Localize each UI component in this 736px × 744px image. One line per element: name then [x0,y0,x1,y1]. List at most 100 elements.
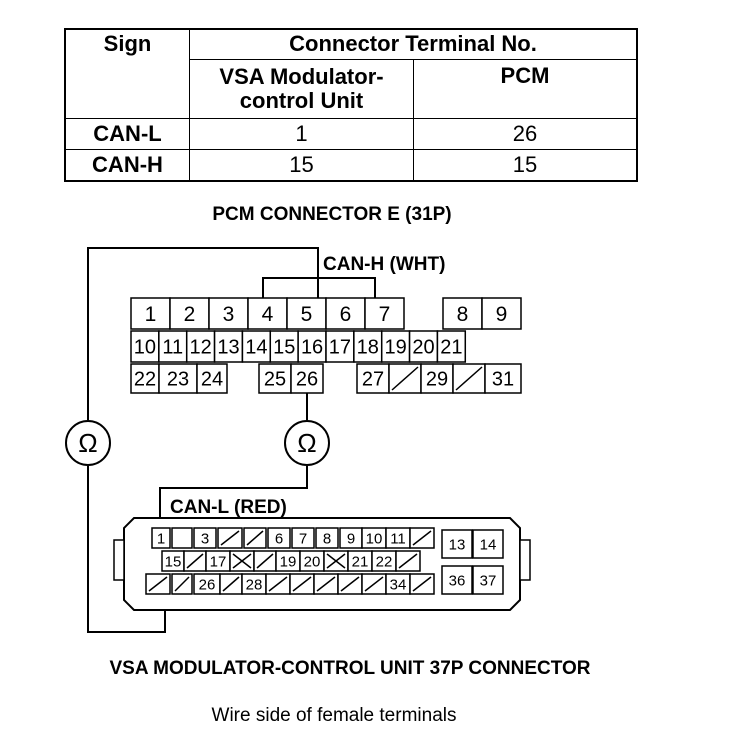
connector-pin: 10 [130,330,160,363]
connector-pin: 8 [315,527,339,549]
connector-pin: 13 [441,529,473,559]
pin-number: 13 [217,337,239,359]
connector-pin: 19 [380,330,411,363]
header-vsa: VSA Modulator- control Unit [189,58,414,119]
pin-number: 1 [157,530,165,547]
connector-pin: 11 [158,330,188,363]
pcm-connector-title: PCM CONNECTOR E (31P) [212,204,452,225]
pin-number: 9 [347,530,355,547]
pin-number: 26 [296,369,318,391]
connector-pin: 17 [325,330,355,363]
connector-pin [452,363,486,394]
pin-number: 24 [201,369,223,391]
pin-number: 3 [201,530,209,547]
connector-pin: 31 [484,363,522,394]
connector-pin: 1 [130,297,171,330]
connector-pin: 37 [472,565,504,595]
connector-pin: 9 [339,527,363,549]
pin-number: 13 [449,536,466,553]
connector-pin: 15 [269,330,299,363]
pin-number: 29 [426,369,448,391]
connector-pin: 20 [299,550,325,572]
connector-pin: 17 [205,550,231,572]
header-pcm: PCM [413,58,638,119]
pin-number: 11 [162,337,183,359]
connector-pin: 19 [275,550,301,572]
ohm-circle [65,420,111,466]
pin-number: 25 [264,369,286,391]
connector-pin: 10 [361,527,387,549]
ohm-icon: Ω [297,428,316,458]
pin-number: 6 [340,303,352,326]
can-l-wire-vsa [159,466,308,530]
pin-number: 18 [357,337,379,359]
row-vsa: 15 [189,149,414,182]
connector-pin: 22 [130,363,160,394]
connector-pin: 26 [193,573,221,595]
connector-pin: 28 [241,573,267,595]
pin-number: 23 [167,369,189,391]
pin-number: 10 [366,530,383,547]
pin-number: 31 [492,369,514,391]
connector-pin [409,527,435,549]
pin-number: 26 [199,576,216,593]
connector-pin: 14 [241,330,272,363]
connector-pin [388,363,422,394]
pin-number: 21 [352,553,369,570]
can-l-label: CAN-L (RED) [170,497,287,518]
pin-number: 8 [457,303,469,326]
pin-number: 12 [190,337,212,359]
connector-pin: 18 [353,330,383,363]
pin-number: 19 [280,553,297,570]
connector-pin: 23 [158,363,198,394]
connector-pin: 34 [385,573,411,595]
connector-pin: 22 [371,550,397,572]
ohm-icon: Ω [78,428,97,458]
header-vsa-line1: VSA Modulator- [219,63,384,89]
connector-pin: 4 [247,297,288,330]
row-vsa: 1 [189,117,414,151]
connector-pin: 21 [347,550,373,572]
pin-number: 19 [385,337,407,359]
connector-pin: 6 [267,527,291,549]
connector-pin [183,550,207,572]
can-h-label: CAN-H (WHT) [323,254,445,275]
connector-pin: 24 [196,363,228,394]
connector-pin: 16 [297,330,327,363]
connector-pin [265,573,291,595]
connector-pin: 25 [258,363,292,394]
connector-pin [289,573,315,595]
pin-number: 7 [379,303,391,326]
pin-number: 8 [323,530,331,547]
pin-number: 20 [304,553,321,570]
connector-pin: 13 [213,330,244,363]
connector-pin [409,573,435,595]
pin-number: 17 [329,337,351,359]
connector-pin: 27 [356,363,390,394]
connector-pin: 36 [441,565,473,595]
connector-pin: 2 [169,297,210,330]
header-vsa-line2: control Unit [239,87,364,113]
connector-pin [217,527,243,549]
vsa-lock-tab-left [113,539,125,581]
ohmmeter-right: Ω [284,420,330,466]
connector-pin: 3 [193,527,217,549]
connector-pin: 9 [481,297,522,330]
connector-pin: 12 [185,330,216,363]
pin-number: 11 [390,530,406,547]
connector-pin: 29 [420,363,454,394]
connector-pin: 8 [442,297,483,330]
pin-number: 37 [480,572,497,589]
connector-pin: 21 [436,330,467,363]
connector-pin [323,550,349,572]
pin-number: 36 [449,572,466,589]
pin-number: 15 [165,553,182,570]
pin-number: 20 [412,337,434,359]
connector-pin: 1 [151,527,171,549]
pin-number: 22 [376,553,393,570]
connector-pin: 26 [290,363,324,394]
connector-pin: 11 [385,527,411,549]
connector-pin: 7 [291,527,315,549]
